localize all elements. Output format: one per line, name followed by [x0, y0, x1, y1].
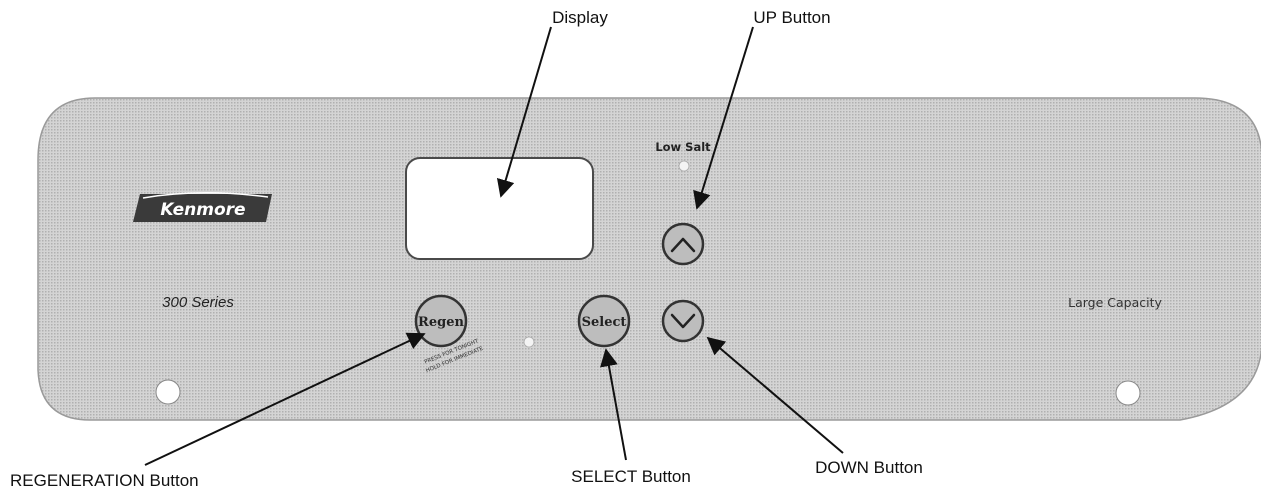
brand-label: Kenmore [160, 200, 245, 220]
low-salt-label: Low Salt [655, 140, 711, 154]
display-callout-line [496, 26, 552, 198]
regen-button-label: Regen [418, 315, 464, 330]
status-indicator-light [523, 336, 535, 348]
up-button-callout-label: UP Button [753, 8, 830, 27]
chevron-down-icon [670, 313, 696, 329]
regeneration-callout-label: REGENERATION Button [10, 471, 199, 490]
display-window [405, 157, 594, 260]
series-label: 300 Series [162, 294, 234, 311]
capacity-label: Large Capacity [1068, 295, 1162, 310]
control-panel [37, 97, 1261, 421]
low-salt-indicator-light [678, 160, 690, 172]
up-button-callout-line [693, 26, 754, 210]
mounting-hole-left [155, 379, 181, 405]
up-button[interactable] [661, 222, 705, 266]
kenmore-logo: Kenmore [133, 192, 272, 222]
display-callout-label: Display [552, 8, 608, 27]
chevron-up-icon [670, 237, 696, 253]
select-callout-label: SELECT Button [571, 467, 691, 486]
select-button-label: Select [582, 315, 627, 330]
select-button[interactable]: Select [577, 294, 631, 348]
down-button[interactable] [661, 299, 705, 343]
down-button-callout-label: DOWN Button [815, 458, 923, 477]
regeneration-callout-line [144, 332, 426, 466]
down-button-callout-line [706, 336, 844, 454]
mounting-hole-right [1115, 380, 1141, 406]
select-callout-line [600, 348, 627, 461]
